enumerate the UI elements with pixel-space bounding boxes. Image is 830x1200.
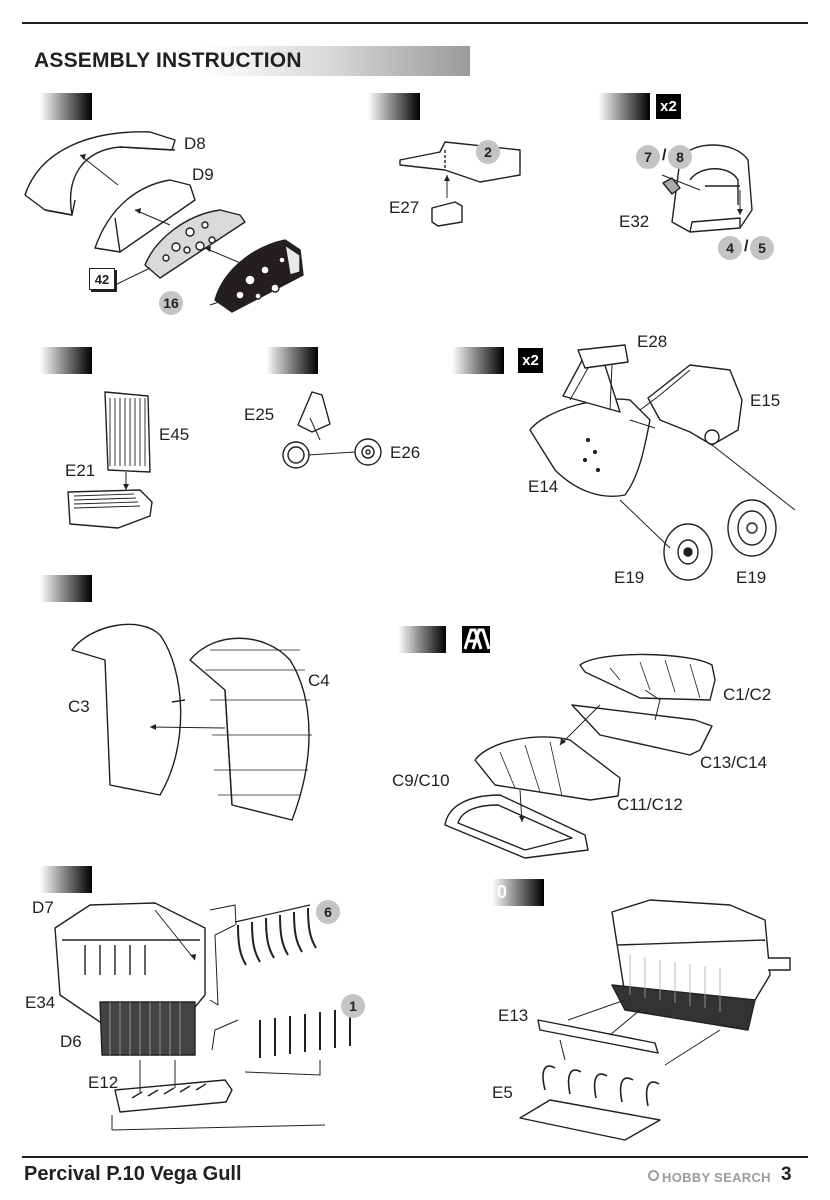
label-c1-c2: C1/C2 bbox=[723, 685, 772, 704]
instrument-decal-part bbox=[214, 239, 304, 313]
page-heading: ASSEMBLY INSTRUCTION bbox=[34, 49, 302, 72]
control-box-part bbox=[431, 201, 463, 227]
ref-circle-16: 16 bbox=[159, 291, 183, 315]
step-tab-seat bbox=[598, 93, 650, 120]
fin-right-part bbox=[189, 637, 312, 821]
label-c3: C3 bbox=[68, 697, 90, 716]
step-tab-stabilizer bbox=[398, 626, 446, 653]
step-tab-gear bbox=[452, 347, 504, 374]
label-e27: E27 bbox=[389, 198, 420, 217]
tailplane-lower-part bbox=[444, 794, 589, 859]
label-e21: E21 bbox=[65, 461, 96, 480]
engine-block-right-part bbox=[611, 899, 791, 1031]
label-e26: E26 bbox=[390, 443, 421, 462]
label-c11-c12: C11/C12 bbox=[617, 795, 683, 814]
ref-circle-5: 5 bbox=[750, 236, 774, 260]
step-tab-tailwheel bbox=[266, 347, 318, 374]
bulkhead-d9-part bbox=[94, 179, 196, 253]
floor-panel-part bbox=[399, 141, 521, 183]
top-rule bbox=[22, 22, 808, 24]
stabilizer-frame-part bbox=[571, 704, 713, 756]
instrument-panel-part bbox=[144, 209, 246, 279]
ref-circle-7: 7 bbox=[636, 145, 660, 169]
manifold-part bbox=[114, 1079, 233, 1113]
label-e12: E12 bbox=[88, 1073, 119, 1092]
page-number: 3 bbox=[781, 1164, 792, 1185]
bottom-rule bbox=[22, 1156, 808, 1158]
main-wheel-part bbox=[663, 499, 777, 581]
ref-circle-4: 4 bbox=[718, 236, 742, 260]
radiator-base-part bbox=[67, 489, 153, 529]
ref-circle-6: 6 bbox=[316, 900, 340, 924]
step-tab-panel bbox=[40, 93, 92, 120]
elevator-part bbox=[579, 653, 716, 701]
step-tab-fin bbox=[40, 575, 92, 602]
label-e13: E13 bbox=[498, 1006, 529, 1025]
x2-badge-gear: x2 bbox=[518, 348, 543, 373]
label-e14: E14 bbox=[528, 477, 559, 496]
label-d7: D7 bbox=[32, 898, 54, 917]
label-c13-c14: C13/C14 bbox=[700, 753, 768, 772]
exhaust-stubs-part bbox=[234, 904, 317, 966]
ref-separator-4-5: / bbox=[744, 238, 749, 255]
seat-part bbox=[662, 144, 753, 233]
label-e5: E5 bbox=[492, 1083, 513, 1102]
tailwheel-tyre-part bbox=[282, 438, 382, 469]
ref-circle-2: 2 bbox=[476, 140, 500, 164]
step-tab-radiator bbox=[40, 347, 92, 374]
ref-separator-7-8: / bbox=[662, 147, 667, 164]
label-e19-right: E19 bbox=[736, 568, 767, 587]
label-d6: D6 bbox=[60, 1032, 82, 1051]
step-tab-engine-right bbox=[492, 879, 544, 906]
footer-title: Percival P.10 Vega Gull bbox=[24, 1163, 242, 1185]
label-e45: E45 bbox=[159, 425, 190, 444]
label-e19-left: E19 bbox=[614, 568, 645, 587]
label-e25: E25 bbox=[244, 405, 275, 424]
fin-left-part bbox=[71, 623, 186, 796]
pushrods-part bbox=[259, 1008, 351, 1058]
label-e32: E32 bbox=[619, 212, 650, 231]
ref-circle-1: 1 bbox=[341, 994, 365, 1018]
x2-badge-seat: x2 bbox=[656, 94, 681, 119]
intake-bar-part bbox=[537, 1019, 659, 1054]
header-bar bbox=[22, 46, 470, 76]
watermark: HOBBY SEARCH bbox=[662, 1170, 771, 1185]
label-e28: E28 bbox=[637, 332, 668, 351]
tailplane-part bbox=[474, 736, 621, 801]
engine-block-left-part bbox=[54, 902, 206, 1056]
label-e15: E15 bbox=[750, 391, 781, 410]
step-tab-floor bbox=[368, 93, 420, 120]
step-tab-engine-left bbox=[40, 866, 92, 893]
radiator-part bbox=[104, 391, 151, 473]
cockpit-coaming-part bbox=[24, 131, 176, 216]
label-c9-c10: C9/C10 bbox=[392, 771, 450, 790]
gear-spat-part bbox=[529, 344, 651, 497]
ref-circle-8: 8 bbox=[668, 145, 692, 169]
label-d8: D8 bbox=[184, 134, 206, 153]
label-d9: D9 bbox=[192, 165, 214, 184]
watermark-logo-icon bbox=[648, 1170, 659, 1181]
exhaust-pipes-part bbox=[519, 1065, 661, 1141]
label-c4: C4 bbox=[308, 671, 330, 690]
tailwheel-leg-part bbox=[297, 391, 331, 433]
label-e34: E34 bbox=[25, 993, 56, 1012]
gear-leg-part bbox=[647, 364, 743, 446]
engine-right-step-number: 0 bbox=[497, 882, 508, 902]
ref-box-42: 42 bbox=[89, 268, 115, 290]
aa-icon bbox=[462, 626, 491, 653]
